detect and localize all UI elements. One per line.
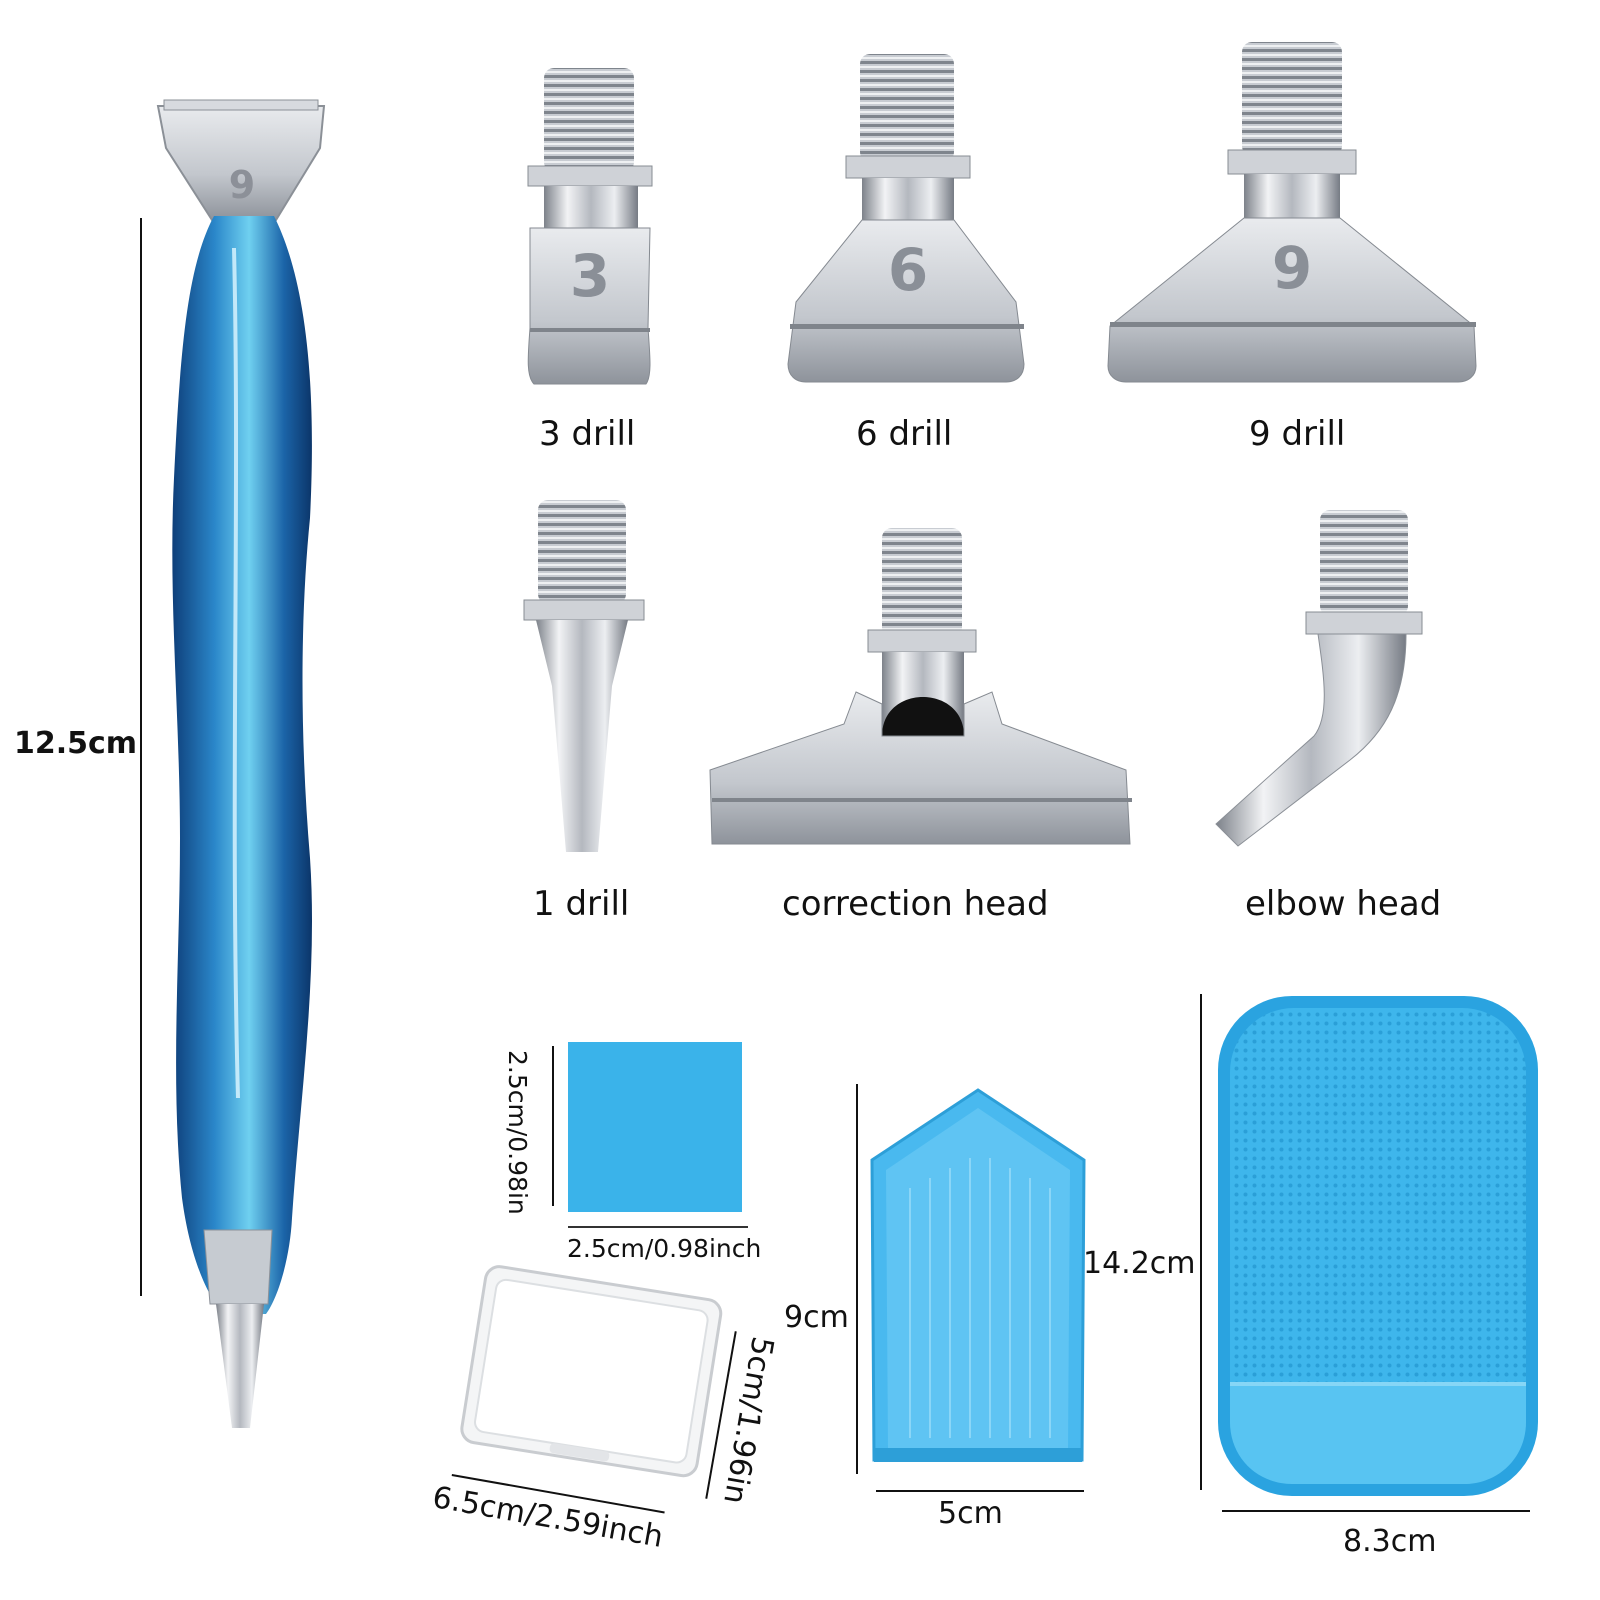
elbow-head (1215, 510, 1423, 847)
drill-label-1: 1 drill (533, 884, 630, 924)
glue-clay-square (568, 1042, 742, 1212)
pen-length-line (140, 218, 142, 1296)
correction-head (709, 528, 1132, 845)
mat-height-label: 14.2cm (1083, 1246, 1196, 1281)
drill-label-3: 3 drill (539, 414, 636, 454)
glue-clay-height-label: 2.5cm/0.98in (503, 1050, 532, 1215)
storage-box (460, 1265, 723, 1478)
mat-height-line (1200, 994, 1202, 1490)
diamond-tray (870, 1088, 1086, 1462)
drill-head-3: 3 (527, 68, 653, 385)
elbow-head-label: elbow head (1245, 884, 1442, 924)
glue-clay-width-label: 2.5cm/0.98inch (567, 1234, 762, 1263)
pen-length-label: 12.5cm (14, 726, 138, 761)
drill-head-3-number: 3 (570, 242, 610, 310)
drill-label-9: 9 drill (1249, 414, 1346, 454)
drill-label-6: 6 drill (856, 414, 953, 454)
tray-height-line (856, 1084, 858, 1474)
tray-width-label: 5cm (938, 1496, 1003, 1531)
glue-clay-width-line (568, 1226, 748, 1228)
mat-width-line (1222, 1510, 1530, 1512)
tray-width-line (876, 1490, 1084, 1492)
pen-head-number: 9 (229, 163, 255, 207)
drill-head-6-number: 6 (888, 236, 928, 304)
drill-head-1 (523, 500, 645, 852)
diamond-pen: 9 (156, 99, 326, 1428)
drill-head-9-number: 9 (1272, 234, 1312, 302)
tray-height-label: 9cm (784, 1300, 849, 1335)
drill-head-9: 9 (1107, 42, 1477, 383)
correction-head-label: correction head (782, 884, 1049, 924)
mat-width-label: 8.3cm (1343, 1524, 1437, 1559)
anti-slip-mat (1218, 996, 1538, 1496)
glue-clay-height-line (552, 1046, 554, 1206)
drill-head-6: 6 (787, 54, 1025, 383)
